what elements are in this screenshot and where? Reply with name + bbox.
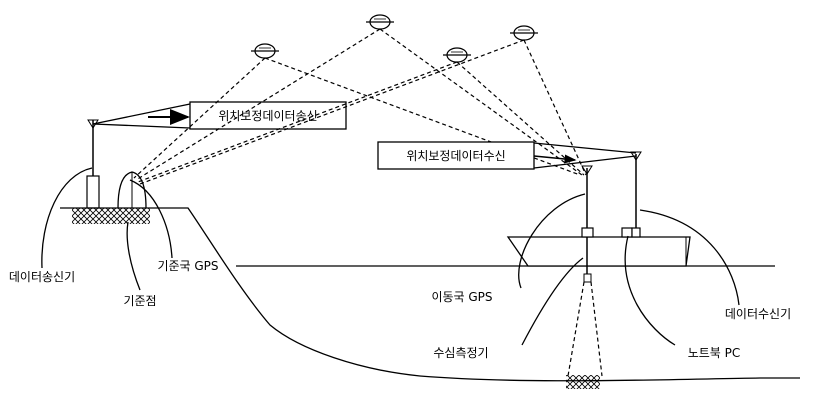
ground-surface — [60, 207, 800, 382]
rx-box — [377, 141, 637, 170]
satellite-icon — [366, 14, 394, 30]
rx-box-label: 위치보정데이터수신 — [406, 149, 505, 163]
satellite-icon — [510, 25, 538, 41]
mobile-gps-label: 이동국 GPS — [431, 290, 492, 304]
satellite-icon — [443, 47, 471, 63]
reference-point-label: 기준점 — [123, 294, 156, 308]
satellites — [251, 14, 538, 63]
mobile-gps-mast — [581, 165, 594, 238]
satellite-icon — [251, 43, 279, 59]
echo-sounder — [567, 237, 603, 377]
notebook-pc-label: 노트북 PC — [688, 346, 741, 360]
leader-lines — [41, 167, 740, 346]
deck-equipment — [621, 227, 641, 238]
receiver-antenna — [630, 151, 642, 228]
echo-sounder-label: 수심측정기 — [433, 346, 488, 360]
data-transmitter-label: 데이터송신기 — [9, 270, 75, 284]
seabed-hatch — [566, 375, 600, 389]
tx-box — [189, 101, 347, 130]
boat — [506, 236, 691, 267]
reference-point-block — [72, 208, 150, 224]
tx-box-label: 위치보정데이터송신 — [218, 109, 317, 123]
data-receiver-label: 데이터수신기 — [725, 307, 791, 321]
reference-gps-dome — [117, 171, 147, 209]
transmitter-antenna — [86, 119, 100, 209]
reference-gps-label: 기준국 GPS — [157, 259, 218, 273]
